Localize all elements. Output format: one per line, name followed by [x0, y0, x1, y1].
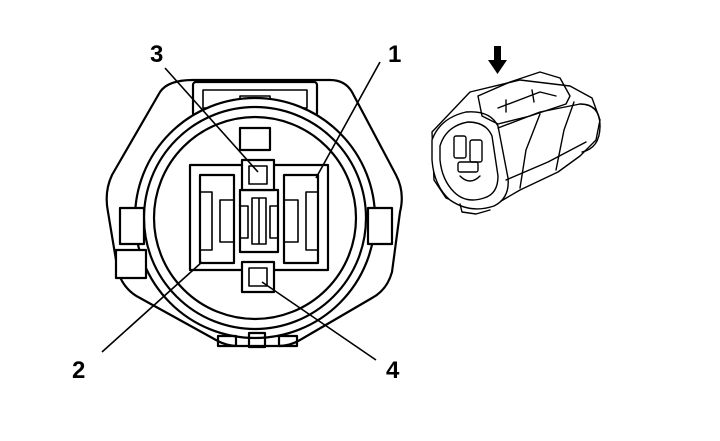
top-key — [238, 126, 272, 152]
pin-2-leader — [101, 261, 203, 353]
pin-label-4: 4 — [386, 357, 400, 384]
connector-3d-view — [431, 71, 601, 215]
inner-ring-2 — [152, 115, 358, 321]
right-side-tab — [366, 206, 394, 246]
terminal-cavity — [188, 163, 330, 272]
pin-4-leader — [261, 281, 377, 361]
pin-1-leader — [315, 61, 381, 179]
arrow-down-icon — [488, 46, 507, 74]
pin-label-1: 1 — [388, 41, 401, 68]
left-side-tab — [118, 206, 146, 246]
bottom-vent-slots — [216, 331, 299, 349]
connector-front-view — [105, 78, 403, 349]
pin-3-cavity — [240, 158, 276, 192]
lower-left-tab — [114, 248, 148, 280]
pin-label-2: 2 — [72, 357, 85, 384]
pin-label-3: 3 — [150, 41, 163, 68]
pin-3-leader — [164, 67, 259, 173]
